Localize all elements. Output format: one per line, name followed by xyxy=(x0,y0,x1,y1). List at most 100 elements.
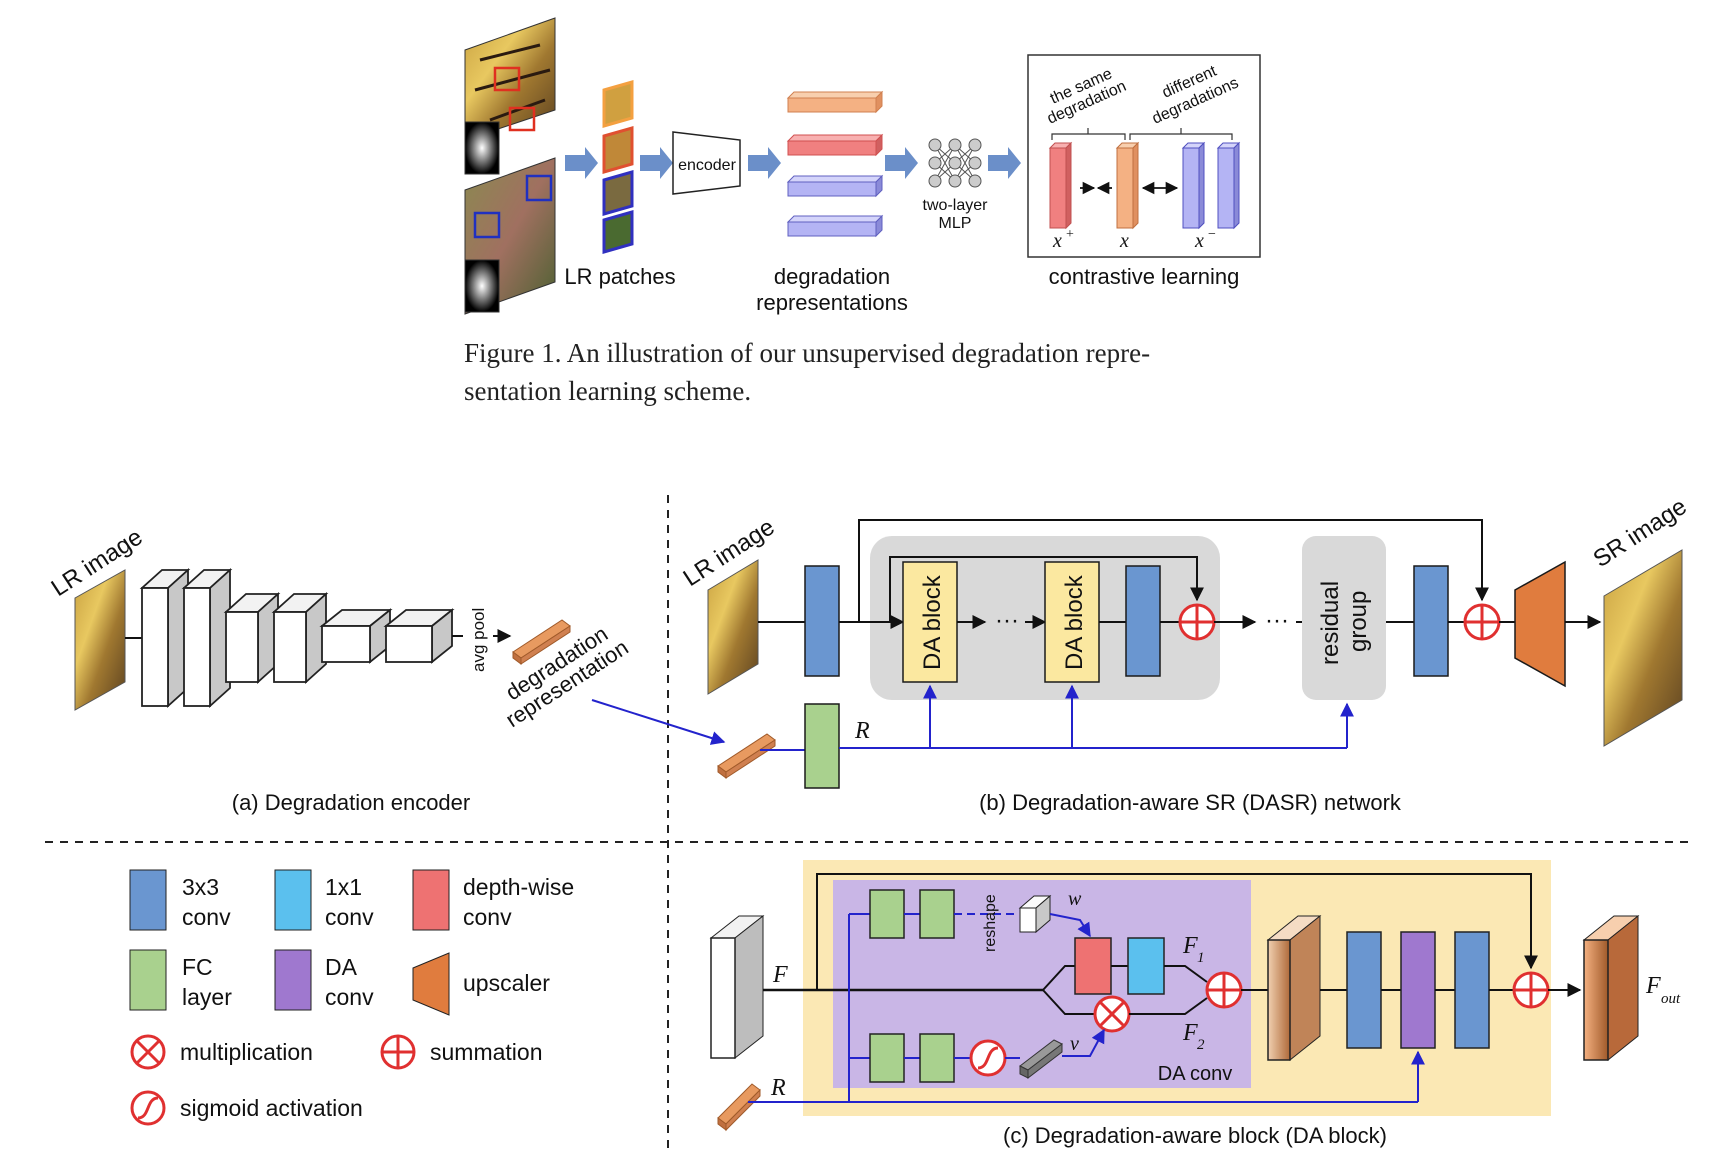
patch-box-blue-1 xyxy=(473,211,501,239)
Fout-label: F xyxy=(1645,973,1661,999)
F2-label: F xyxy=(1182,1020,1198,1046)
label-contrastive-learning: contrastive learning xyxy=(1049,264,1240,289)
legend-swatch-depthwise xyxy=(412,869,450,931)
legend-fc-1: FC xyxy=(182,954,213,980)
b-ellipsis-2: ··· xyxy=(1265,607,1289,634)
label-x-minus-sup: − xyxy=(1208,227,1216,242)
Fout-sub: out xyxy=(1661,991,1681,1007)
legend-summation-icon xyxy=(380,1034,416,1070)
legend-da-1: DA xyxy=(325,954,358,980)
lr-image-butterfly xyxy=(464,17,556,141)
legend-swatch-da xyxy=(274,949,312,1011)
c-conv3x3-2 xyxy=(1454,931,1490,1049)
panel-b-caption: (b) Degradation-aware SR (DASR) network xyxy=(979,790,1402,815)
panel-c-R-label: R xyxy=(770,1075,786,1101)
F2-sub: 2 xyxy=(1197,1037,1205,1053)
legend-conv3x3-2: conv xyxy=(182,904,231,930)
c-branch-up xyxy=(1042,965,1075,991)
legend-depthwise-1: depth-wise xyxy=(463,874,574,900)
legend: 3x3 conv 1x1 conv depth-wise conv FC lay… xyxy=(129,869,574,1126)
label-mlp-2: MLP xyxy=(939,215,972,232)
figure1-caption-line1: Figure 1. An illustration of our unsuper… xyxy=(464,338,1150,368)
global-skip-connection xyxy=(858,519,1489,622)
arrow-2 xyxy=(640,147,673,179)
degradation-representation-vector-c xyxy=(717,1083,761,1132)
intermediate-feature xyxy=(1266,914,1322,1062)
F1-sub: 1 xyxy=(1197,950,1205,966)
legend-da-2: conv xyxy=(325,984,374,1010)
c-fc-low-1 xyxy=(869,1033,905,1083)
legend-depthwise-2: conv xyxy=(463,904,512,930)
summation-op-b2 xyxy=(1463,603,1501,641)
residual-group-label-1: residual xyxy=(1317,581,1344,665)
summation-op-c1 xyxy=(1205,971,1243,1009)
panel-c-da-block: DA conv F F 1 F 2 xyxy=(709,860,1681,1148)
b-conv-head xyxy=(804,565,840,677)
da-block-1 xyxy=(902,561,958,683)
panel-c-F-label: F xyxy=(772,962,788,988)
upscaler-b xyxy=(1514,560,1566,688)
b-conv-body-tail xyxy=(1413,565,1449,677)
label-degradation-representations-1: degradation xyxy=(774,264,890,289)
encoder-conv-stack xyxy=(139,567,455,709)
depthwise-conv xyxy=(1074,937,1112,995)
sigmoid-op xyxy=(969,1039,1007,1077)
summation-op-b1 xyxy=(1178,603,1216,641)
b-ellipsis-1: ··· xyxy=(995,607,1019,634)
b-fc-layer xyxy=(804,703,840,789)
patch-box-orange xyxy=(493,66,521,92)
degradation-representation-vector-a xyxy=(512,619,571,665)
reshape-label: reshape xyxy=(982,894,999,952)
c-fc-up-1 xyxy=(869,889,905,939)
b-conv-group-tail xyxy=(1125,565,1161,677)
deg-rep-transfer-arrow xyxy=(591,699,726,745)
sr-image xyxy=(1603,549,1683,747)
c-branch-down xyxy=(1042,989,1094,1015)
c-da-conv-2 xyxy=(1400,931,1436,1049)
output-feature-Fout xyxy=(1582,914,1640,1062)
v-label: v xyxy=(1070,1033,1079,1055)
legend-fc-2: layer xyxy=(182,984,232,1010)
panel-a-degradation-encoder: LR image xyxy=(47,523,633,815)
residual-group-label-2: group xyxy=(1345,591,1372,652)
legend-sigmoid-icon xyxy=(130,1090,166,1126)
panel-b-dasr-network: LR image residual group DA block ··· DA … xyxy=(591,493,1692,815)
label-mlp-1: two-layer xyxy=(923,197,989,214)
da-block-1-label: DA block xyxy=(919,574,946,670)
legend-swatch-conv1x1 xyxy=(274,869,312,931)
arrow-5 xyxy=(988,147,1021,179)
da-conv-label: DA conv xyxy=(1158,1063,1232,1085)
summation-op-c2 xyxy=(1512,971,1550,1009)
legend-sigmoid: sigmoid activation xyxy=(180,1095,363,1121)
c-w-to-dw xyxy=(1049,913,1091,938)
w-label: w xyxy=(1068,888,1082,910)
contrastive-vectors xyxy=(1048,141,1241,230)
legend-conv1x1-1: 1x1 xyxy=(325,874,362,900)
legend-conv1x1-2: conv xyxy=(325,904,374,930)
arrow-4 xyxy=(885,147,918,179)
v-vector xyxy=(1019,1039,1063,1080)
legend-upscaler: upscaler xyxy=(463,970,550,996)
brace-same xyxy=(1051,128,1126,140)
reshape-kernel-cube xyxy=(1018,894,1052,934)
conv1x1-c xyxy=(1127,937,1165,995)
legend-swatch-fc xyxy=(129,949,167,1011)
legend-conv3x3-1: 3x3 xyxy=(182,874,219,900)
panel-b-lr-image xyxy=(707,559,759,695)
legend-multiplication: multiplication xyxy=(180,1039,313,1065)
label-x: x xyxy=(1119,230,1129,252)
blur-kernel-1 xyxy=(464,121,500,175)
figure1: LR patches encoder degradation represent… xyxy=(464,17,1261,406)
degradation-representation-bars xyxy=(786,90,884,238)
panel-a-caption: (a) Degradation encoder xyxy=(232,790,470,815)
c-outer-skip xyxy=(816,873,1538,990)
label-x-plus-sup: + xyxy=(1066,227,1074,242)
da-block-2-label: DA block xyxy=(1061,574,1088,670)
inner-skip-connection xyxy=(889,556,1204,622)
label-x-minus: x xyxy=(1194,230,1204,252)
c-conv3x3-1 xyxy=(1346,931,1382,1049)
blur-kernel-2 xyxy=(464,259,500,313)
flow-arrows-fig1 xyxy=(565,147,1021,179)
arrow-1 xyxy=(565,147,598,179)
legend-multiplication-icon xyxy=(130,1034,166,1070)
